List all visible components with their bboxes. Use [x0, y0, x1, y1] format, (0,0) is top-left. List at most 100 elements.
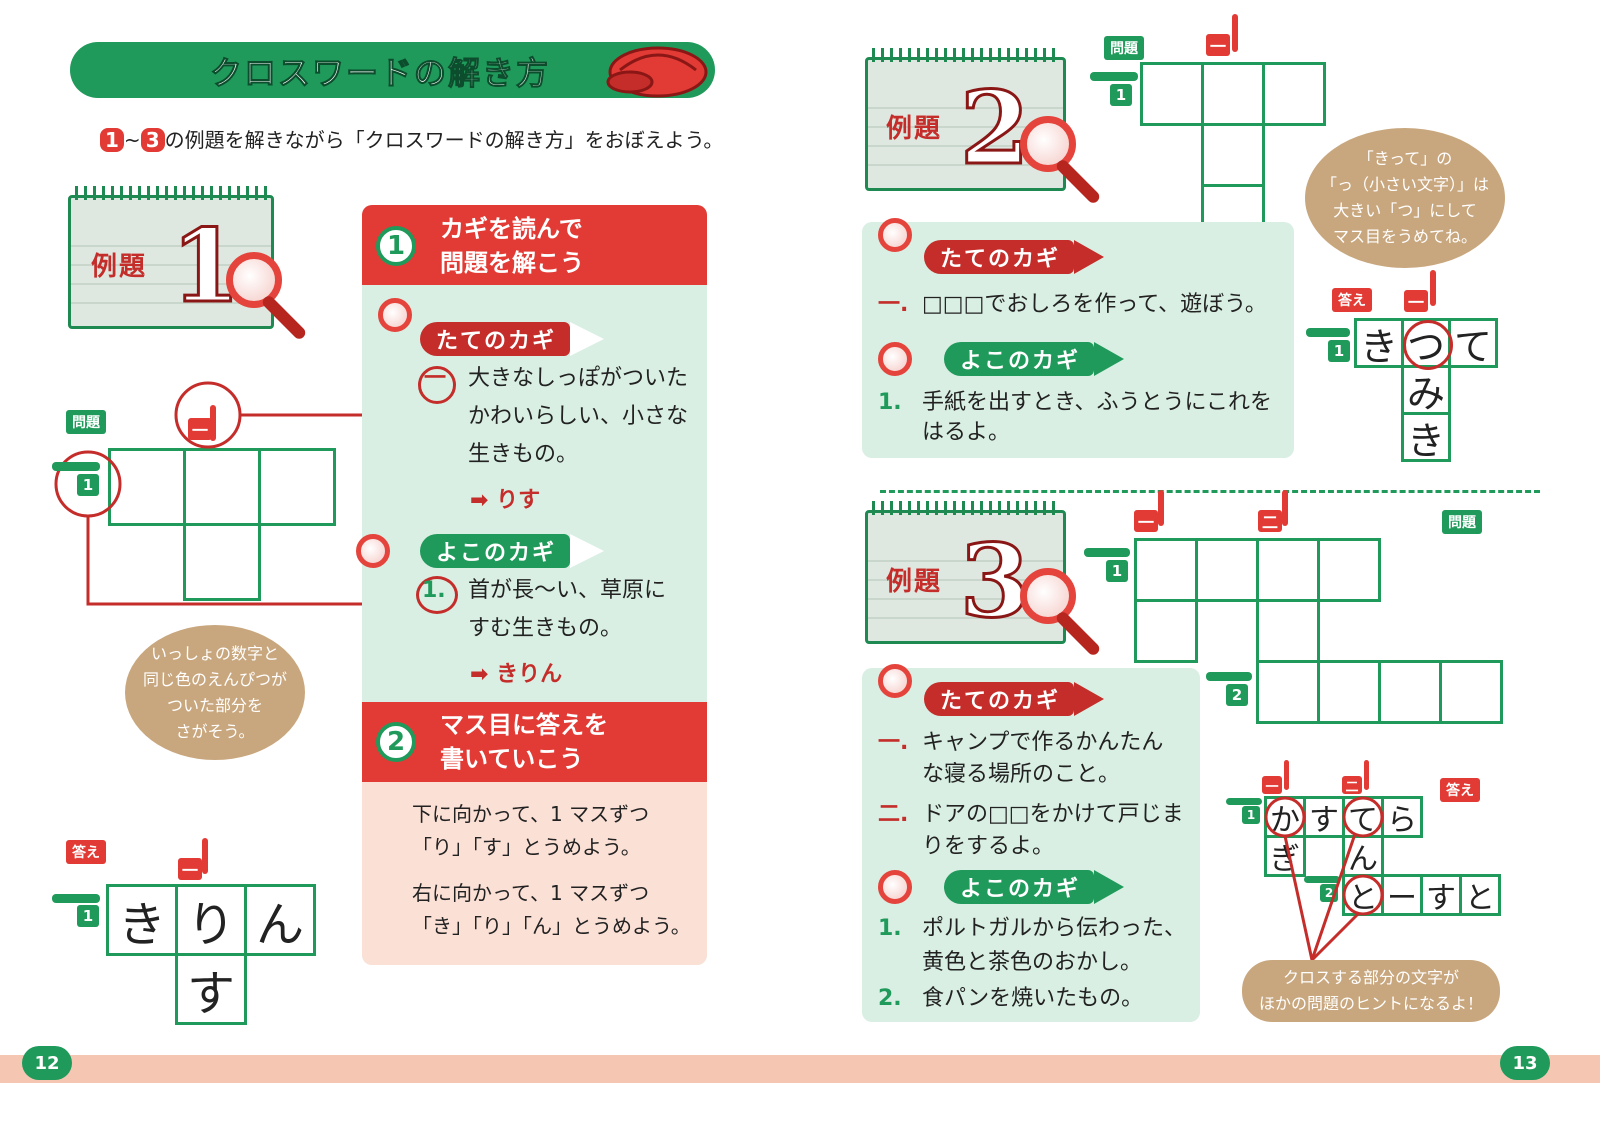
detective-hat-icon [606, 46, 708, 98]
mondai-tag: 問題 [1442, 510, 1482, 534]
ex2-grid-cell[interactable] [1201, 123, 1265, 187]
step2-line: 「り」「す」とうめよう。 [412, 835, 641, 859]
example-number: 3 [959, 522, 1032, 640]
ex3-grid-cell[interactable] [1317, 538, 1381, 602]
intro-num-1: 1 [100, 128, 124, 152]
magnifier-icon [378, 298, 412, 332]
bubble-line: 「っ（小さい文字）」は [1320, 175, 1489, 194]
ex3-grid-cell[interactable] [1256, 660, 1320, 724]
tate-answer: ➡ りす [470, 488, 541, 513]
ex1-answer-cell: き [106, 884, 178, 956]
magnifier-icon [878, 218, 912, 252]
ex1-across-number: 1 [77, 474, 99, 496]
page-title: クロスワードの解き方 [209, 54, 551, 93]
example-number: 2 [959, 69, 1032, 187]
pencil-tip [570, 322, 604, 356]
title-banner [70, 42, 715, 98]
pencil-tip [1074, 682, 1104, 716]
bubble-line: ほかの問題のヒントになるよ！ [1258, 994, 1483, 1013]
pencil-icon [210, 405, 216, 441]
bubble-line: ついた部分を [166, 695, 263, 715]
tate-clue-line: □□□でおしろを作って、遊ぼう。 [922, 292, 1267, 317]
yoko-num: 2. [878, 986, 902, 1011]
pencil-tip [1094, 342, 1124, 376]
pencil-icon [1232, 14, 1238, 52]
ex2-grid-cell[interactable] [1201, 62, 1265, 126]
pencil-icon [1364, 760, 1369, 790]
yoko-num: 1. [422, 578, 446, 603]
ex3-grid-cell[interactable] [1256, 599, 1320, 663]
ex3-grid-cell[interactable] [1134, 599, 1198, 663]
step2-line: 「き」「り」「ん」とうめよう。 [412, 914, 691, 938]
tate-mark: 一. [878, 292, 909, 317]
ex1-answer-cell: ん [244, 884, 316, 956]
pad-rings [872, 501, 1059, 515]
pencil-icon [202, 838, 208, 874]
ex3-answer-down-marker-1: 一 [1262, 776, 1282, 795]
ex1-grid-cell[interactable] [183, 523, 261, 601]
ex2-highlight-circle [1403, 320, 1453, 370]
yoko-kagi-label: よこのカギ [944, 870, 1094, 904]
tate-clue-line: 生きもの。 [468, 442, 579, 467]
step1-number: 1 [376, 226, 416, 266]
yoko-kagi-label: よこのカギ [420, 534, 570, 568]
hint-bubble: クロスする部分の文字が ほかの問題のヒントになるよ！ [1242, 960, 1500, 1022]
yoko-clue-line: はるよ。 [922, 420, 1011, 445]
mondai-tag: 問題 [66, 410, 106, 434]
pencil-icon [1304, 876, 1340, 883]
pencil-tip [570, 534, 604, 568]
ex3-grid-cell[interactable] [1195, 538, 1259, 602]
ex3-grid-cell[interactable] [1134, 538, 1198, 602]
ex1-grid-cell[interactable] [258, 448, 336, 526]
ex2-grid-cell[interactable] [1262, 62, 1326, 126]
step1-title-line: カギを読んで [440, 215, 583, 243]
step2-line: 下に向かって、1 マスずつ [412, 802, 650, 826]
bubble-line: 同じ色のえんぴつが [142, 669, 287, 689]
kotae-tag: 答え [1332, 288, 1372, 312]
intro-tilde: ~ [123, 128, 141, 152]
ex3-clue-panel [862, 668, 1200, 1022]
pencil-icon [52, 462, 100, 471]
ex2-down-marker: 一 [1206, 34, 1230, 56]
tate-clue-line: りをするよ。 [922, 834, 1055, 859]
ex3-answer-cell: す [1303, 796, 1345, 838]
pencil-icon [1306, 328, 1350, 337]
ex3-across-number-2: 2 [1226, 684, 1248, 706]
magnifier-icon [878, 664, 912, 698]
bubble-line: クロスする部分の文字が [1282, 968, 1459, 987]
yoko-clue-line: 食パンを焼いたもの。 [922, 986, 1144, 1011]
yoko-clue-line: 黄色と茶色のおかし。 [922, 950, 1143, 975]
ex1-answer-cell: す [175, 953, 247, 1025]
pencil-tip [1094, 870, 1124, 904]
tate-mark: 一. [878, 730, 909, 755]
step2-body [362, 782, 707, 965]
ex3-grid-cell[interactable] [1256, 538, 1320, 602]
pencil-icon [52, 894, 100, 903]
ex1-answer-across-number: 1 [77, 905, 99, 927]
yoko-kagi-label: よこのカギ [944, 342, 1094, 376]
pencil-tip [1074, 240, 1104, 274]
ex2-grid-cell[interactable] [1140, 62, 1204, 126]
bubble-line: 大きい「つ」にして [1333, 201, 1477, 220]
example-label: 例題 [886, 567, 943, 597]
tate-kagi-label: たてのカギ [924, 240, 1074, 274]
step1-title: カギを読んで 問題を解こう [440, 212, 584, 280]
pencil-icon [1284, 760, 1289, 790]
tate-kagi-label: たてのカギ [924, 682, 1074, 716]
pencil-icon [1226, 798, 1262, 805]
ex3-down-marker-1: 一 [1134, 510, 1158, 532]
bubble-line: マス目をうめてね。 [1332, 227, 1477, 246]
yoko-answer: ➡ きりん [470, 662, 563, 687]
tate-clue-line: な寝る場所のこと。 [922, 762, 1121, 787]
page-number-right: 13 [1500, 1046, 1550, 1080]
step2-title-line: マス目に答えを [440, 711, 608, 739]
ex3-grid-cell[interactable] [1439, 660, 1503, 724]
pencil-icon [1090, 72, 1138, 81]
magnifier-icon [356, 534, 390, 568]
ex3-grid-cell[interactable] [1378, 660, 1442, 724]
step2-number: 2 [376, 722, 416, 762]
ex3-cross-lines [1264, 796, 1384, 962]
ex3-grid-cell[interactable] [1317, 660, 1381, 724]
tate-mark: 一 [424, 366, 447, 391]
